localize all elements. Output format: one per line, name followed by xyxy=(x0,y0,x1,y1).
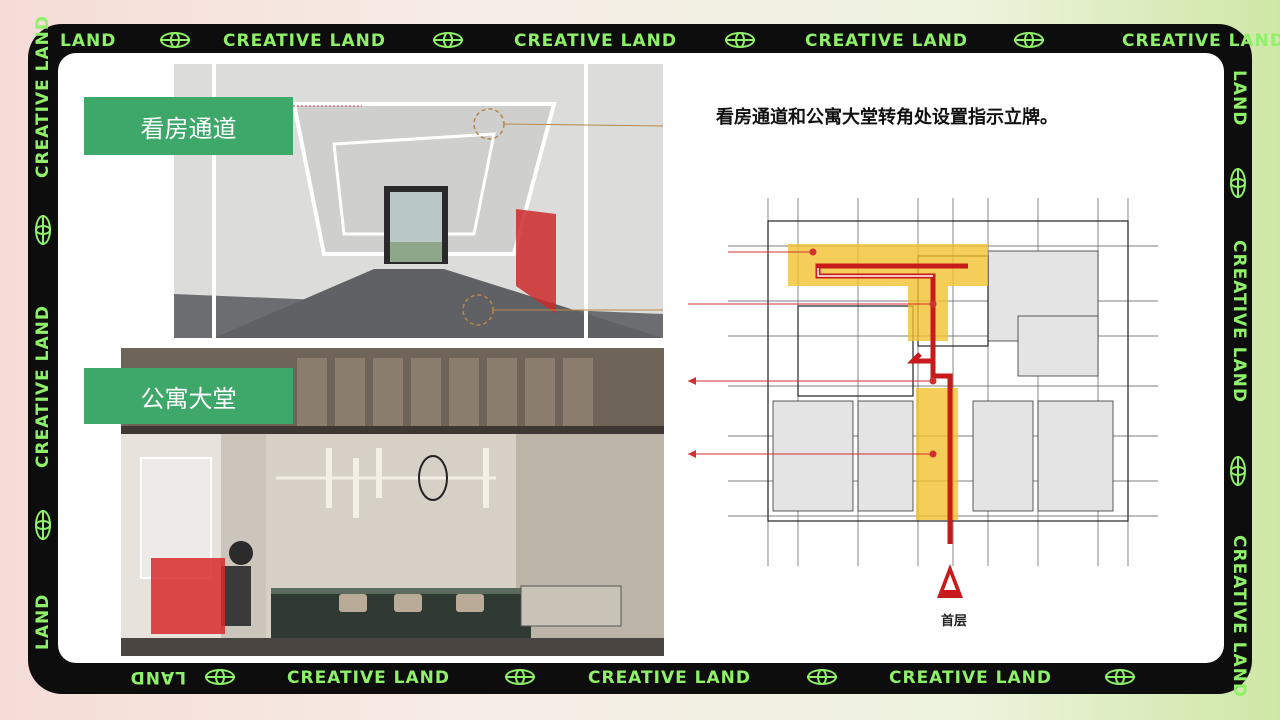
globe-icon xyxy=(1014,32,1044,48)
band-text-bottom-corner: LAND xyxy=(129,667,186,687)
lobby-label: 公寓大堂 xyxy=(84,368,293,424)
band-text-top-1: CREATIVE LAND xyxy=(223,31,386,51)
floor-plan xyxy=(688,176,1200,636)
globe-icon xyxy=(1230,168,1246,198)
globe-icon xyxy=(1105,669,1135,685)
band-text-right-3: CREATIVE LAND xyxy=(1229,535,1249,698)
globe-icon xyxy=(205,669,235,685)
band-text-top-2: CREATIVE LAND xyxy=(514,31,677,51)
band-text-bottom-2: CREATIVE LAND xyxy=(588,668,751,688)
band-text-bottom-1: CREATIVE LAND xyxy=(287,668,450,688)
corridor-label: 看房通道 xyxy=(84,97,293,155)
caption-text: 看房通道和公寓大堂转角处设置指示立牌。 xyxy=(716,107,1058,128)
globe-icon xyxy=(807,669,837,685)
band-text-left-1: CREATIVE LAND xyxy=(33,15,53,178)
globe-icon xyxy=(725,32,755,48)
band-text-top-4: CREATIVE LAND xyxy=(1122,31,1280,51)
corridor-photo xyxy=(174,64,663,338)
floor-label: 首层 xyxy=(941,614,968,629)
globe-icon xyxy=(1230,456,1246,486)
globe-icon xyxy=(35,510,51,540)
band-text-top-corner: LAND xyxy=(60,31,117,51)
band-text-right-1: LAND xyxy=(1229,70,1249,127)
band-text-left-2: CREATIVE LAND xyxy=(33,305,53,468)
band-text-top-3: CREATIVE LAND xyxy=(805,31,968,51)
band-text-right-2: CREATIVE LAND xyxy=(1229,240,1249,403)
globe-icon xyxy=(505,669,535,685)
globe-icon xyxy=(35,215,51,245)
band-text-left-3: LAND xyxy=(33,593,53,650)
globe-icon xyxy=(160,32,190,48)
band-text-bottom-3: CREATIVE LAND xyxy=(889,668,1052,688)
globe-icon xyxy=(433,32,463,48)
